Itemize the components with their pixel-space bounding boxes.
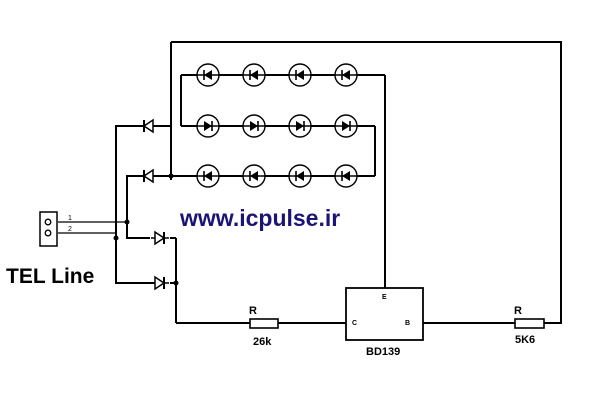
led — [288, 164, 312, 188]
led — [334, 114, 358, 138]
led — [242, 164, 266, 188]
emitter-pin-label: E — [382, 294, 387, 301]
diode — [138, 119, 158, 133]
resistor-symbol: R — [514, 305, 522, 317]
bridge-rectifier — [138, 119, 170, 290]
collector-pin-label: C — [352, 320, 357, 327]
led — [334, 63, 358, 87]
tel-line-title: TEL Line — [6, 265, 94, 288]
led — [196, 164, 220, 188]
resistor-value: 26k — [253, 336, 272, 348]
diode — [150, 231, 170, 245]
led — [288, 114, 312, 138]
junction-dots — [113, 173, 179, 286]
transistor-label: BD139 — [366, 346, 400, 358]
resistor-26k: R 26k — [249, 305, 279, 348]
resistor-value: 5K6 — [515, 334, 535, 346]
resistor-symbol: R — [249, 305, 257, 317]
diode — [138, 169, 158, 183]
diode — [150, 276, 170, 290]
led — [242, 63, 266, 87]
transistor-bd139: E C B BD139 — [345, 287, 424, 358]
led — [196, 114, 220, 138]
watermark-text: www.icpulse.ir — [179, 205, 340, 231]
connector-pin-2: 2 — [68, 226, 72, 233]
resistor-5k6: R 5K6 — [514, 305, 545, 346]
led — [242, 114, 266, 138]
led — [334, 164, 358, 188]
led — [196, 63, 220, 87]
connector-pin-1: 1 — [68, 215, 72, 222]
base-pin-label: B — [405, 320, 410, 327]
led — [288, 63, 312, 87]
tel-connector: 1 2 — [39, 211, 72, 247]
